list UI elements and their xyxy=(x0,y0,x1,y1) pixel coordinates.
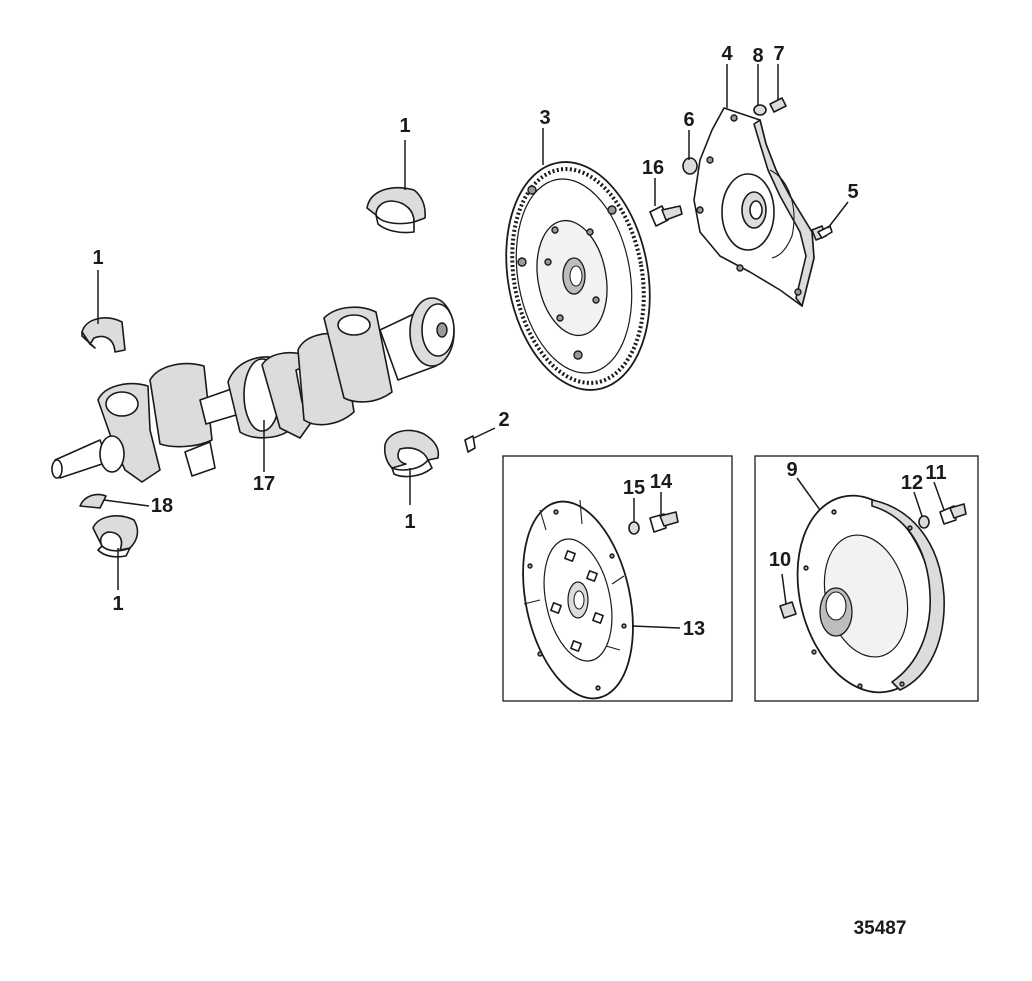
key-18 xyxy=(79,493,107,509)
nut-6 xyxy=(682,157,698,175)
callout-1-left: 1 xyxy=(92,247,103,269)
flywheel xyxy=(505,161,651,391)
callout-13: 13 xyxy=(683,618,705,640)
callout-18: 18 xyxy=(151,495,173,517)
callout-1-top: 1 xyxy=(399,115,410,137)
detail-box-clutch-disc xyxy=(502,455,733,702)
callout-6: 6 xyxy=(683,109,694,131)
crankshaft xyxy=(51,297,455,483)
callout-1-bottom: 1 xyxy=(112,593,123,615)
callout-16: 16 xyxy=(642,157,664,179)
bearing-half-center xyxy=(383,429,440,478)
callout-15: 15 xyxy=(623,477,645,499)
bolt-11 xyxy=(939,503,967,525)
bolt-10 xyxy=(779,601,797,619)
callout-9: 9 xyxy=(786,459,797,481)
callout-11: 11 xyxy=(925,462,946,484)
callout-17: 17 xyxy=(253,473,275,495)
callout-3: 3 xyxy=(539,107,550,129)
callout-7: 7 xyxy=(773,43,784,65)
callout-10: 10 xyxy=(769,549,791,571)
drive-plate xyxy=(796,494,945,694)
bearing-half-bottom xyxy=(92,515,139,558)
bearing-half-left xyxy=(81,317,126,353)
callout-5: 5 xyxy=(847,181,858,203)
callout-1-center: 1 xyxy=(404,511,415,533)
washer-15 xyxy=(628,521,640,535)
callout-4: 4 xyxy=(721,43,733,65)
callout-14: 14 xyxy=(650,471,673,493)
bolt-5 xyxy=(811,225,833,241)
clutch-disc xyxy=(522,499,634,700)
detail-box-drive-plate xyxy=(754,455,979,702)
bolt-7 xyxy=(769,97,787,113)
bolt-16 xyxy=(649,205,683,227)
adapter-plate xyxy=(693,107,815,307)
nut-8 xyxy=(753,104,767,116)
bearing-half-top xyxy=(366,186,426,234)
leader-lines xyxy=(97,64,945,629)
nut-12 xyxy=(918,515,930,529)
callout-2: 2 xyxy=(498,409,509,431)
callout-12: 12 xyxy=(901,472,923,494)
bolt-14 xyxy=(649,511,679,533)
figure-number: 35487 xyxy=(854,918,907,939)
callout-8: 8 xyxy=(752,45,763,67)
dowel-pin xyxy=(464,435,476,453)
